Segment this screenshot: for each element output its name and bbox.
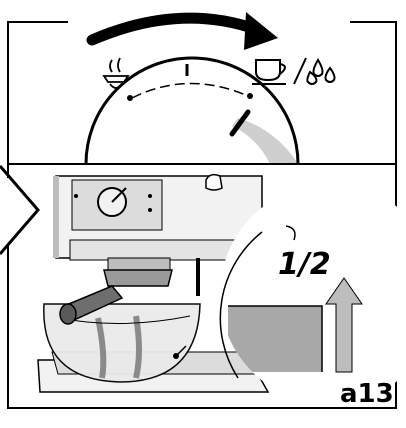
selector-dial: [84, 56, 300, 165]
fill-up-arrow-icon: [325, 277, 363, 373]
dial-pointer: [229, 109, 251, 137]
dial-dot-left: [127, 95, 133, 101]
coffee-cup-icon: [252, 59, 286, 85]
milk-level-fill: [228, 306, 322, 372]
water-drops-icon: [293, 57, 336, 85]
chevron-right-icon: [0, 165, 40, 255]
figure-id-label: a13: [340, 379, 394, 409]
figure-frame: [7, 21, 397, 409]
steam-nozzle-icon: [102, 57, 130, 89]
fill-fraction-label: 1/2: [278, 247, 331, 282]
magnified-detail: [219, 184, 406, 404]
milk-jug: [43, 303, 201, 383]
rotate-clockwise-arrow-icon: [86, 12, 278, 50]
portafilter-handle: [59, 285, 124, 325]
dial-dot-right: [247, 93, 253, 99]
